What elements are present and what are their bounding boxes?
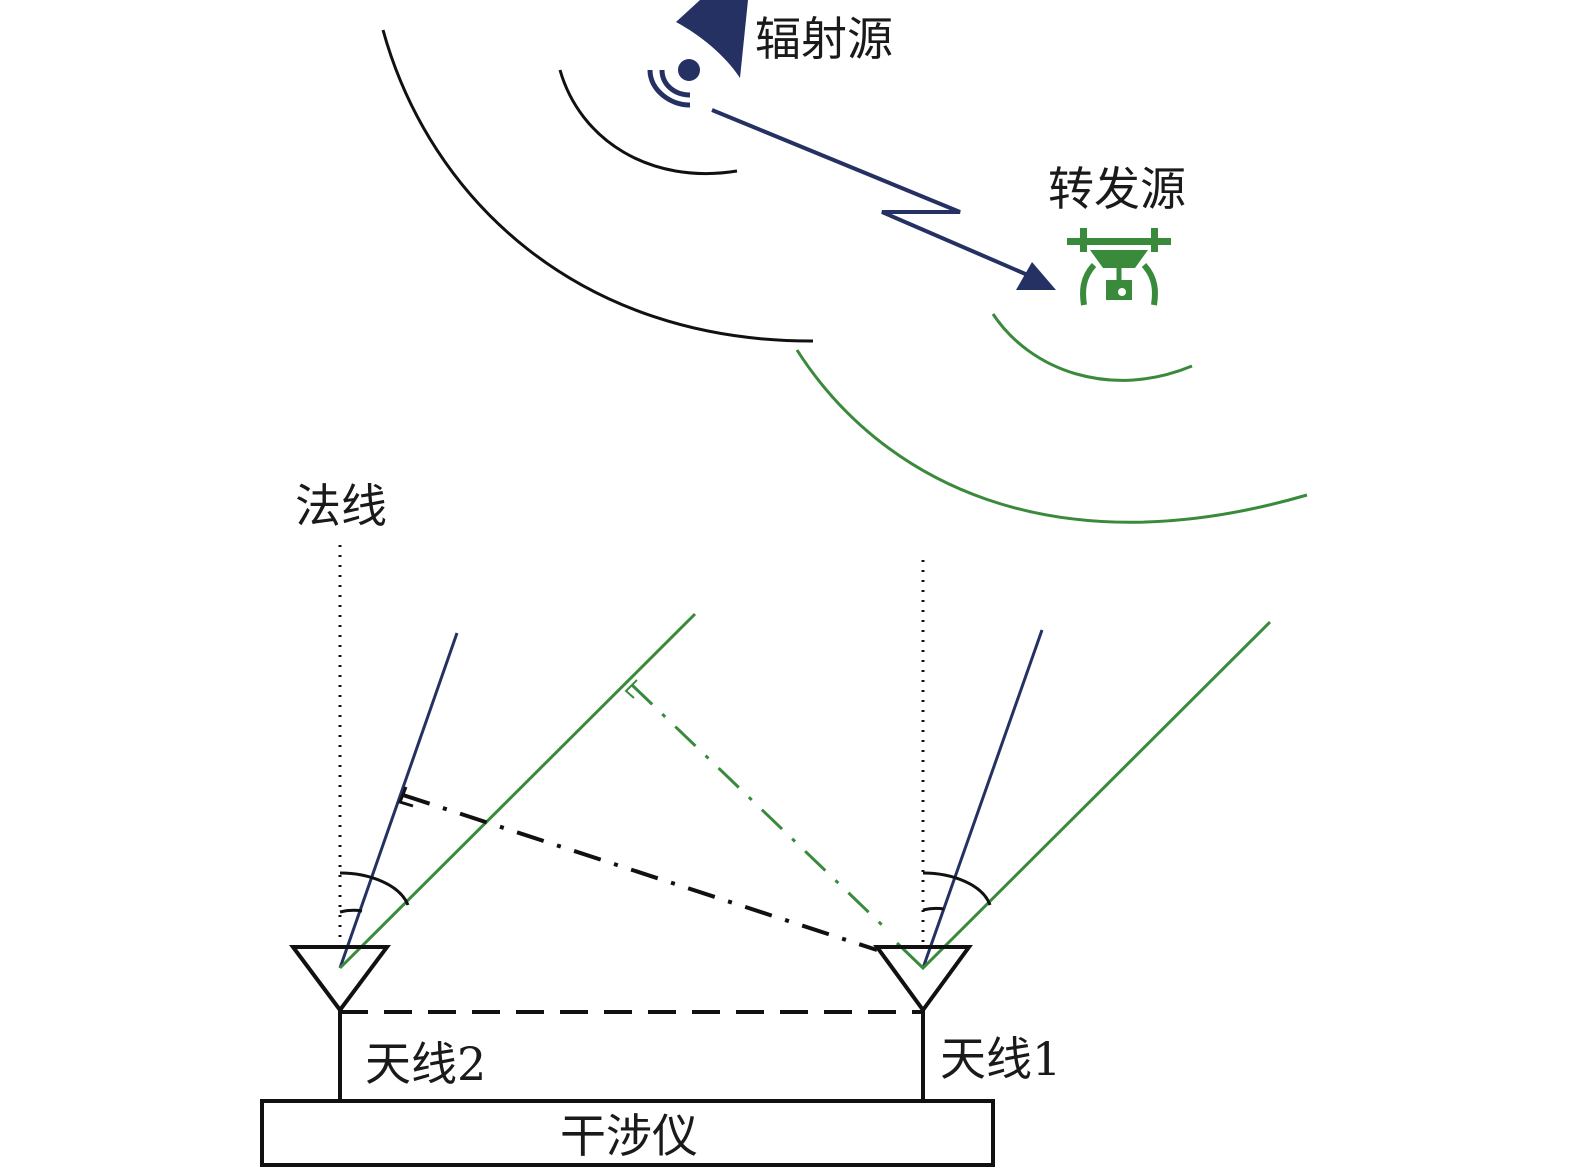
interferometer-label: 干涉仪	[560, 1109, 698, 1163]
right-angle-mark-black	[398, 786, 414, 808]
green-ray-antenna1	[895, 620, 1272, 971]
radiation-source-icon	[647, 0, 748, 108]
wavefront-large-black	[381, 29, 814, 343]
antenna2-icon	[289, 945, 391, 1014]
navy-ray-antenna2	[338, 632, 459, 969]
arrow-head-icon	[1016, 262, 1056, 290]
navy-ray-antenna1	[921, 629, 1044, 969]
antenna2-label: 天线2	[365, 1037, 486, 1091]
angle-arc-small-antenna2	[339, 908, 363, 914]
angle-arc-antenna1	[922, 871, 992, 906]
drone-icon	[1067, 228, 1171, 306]
interferometer-box	[260, 1099, 995, 1167]
angle-arc-small-antenna1	[922, 906, 945, 912]
antenna1-label: 天线1	[940, 1032, 1061, 1086]
wavefront-small-green	[991, 313, 1193, 382]
path-difference-green	[630, 683, 884, 927]
antenna1-icon	[873, 945, 973, 1014]
wavefront-large-green	[795, 349, 1308, 524]
normal-line-label: 法线	[295, 479, 387, 533]
path-difference-black	[402, 793, 878, 952]
wavefront-small-black	[558, 69, 738, 176]
right-angle-mark-green	[624, 679, 638, 699]
angle-arc-antenna2	[339, 871, 410, 906]
radiation-source-label: 辐射源	[755, 12, 893, 66]
green-ray-antenna2	[338, 612, 697, 970]
relay-source-label: 转发源	[1048, 162, 1186, 216]
signal-path	[711, 108, 1031, 278]
